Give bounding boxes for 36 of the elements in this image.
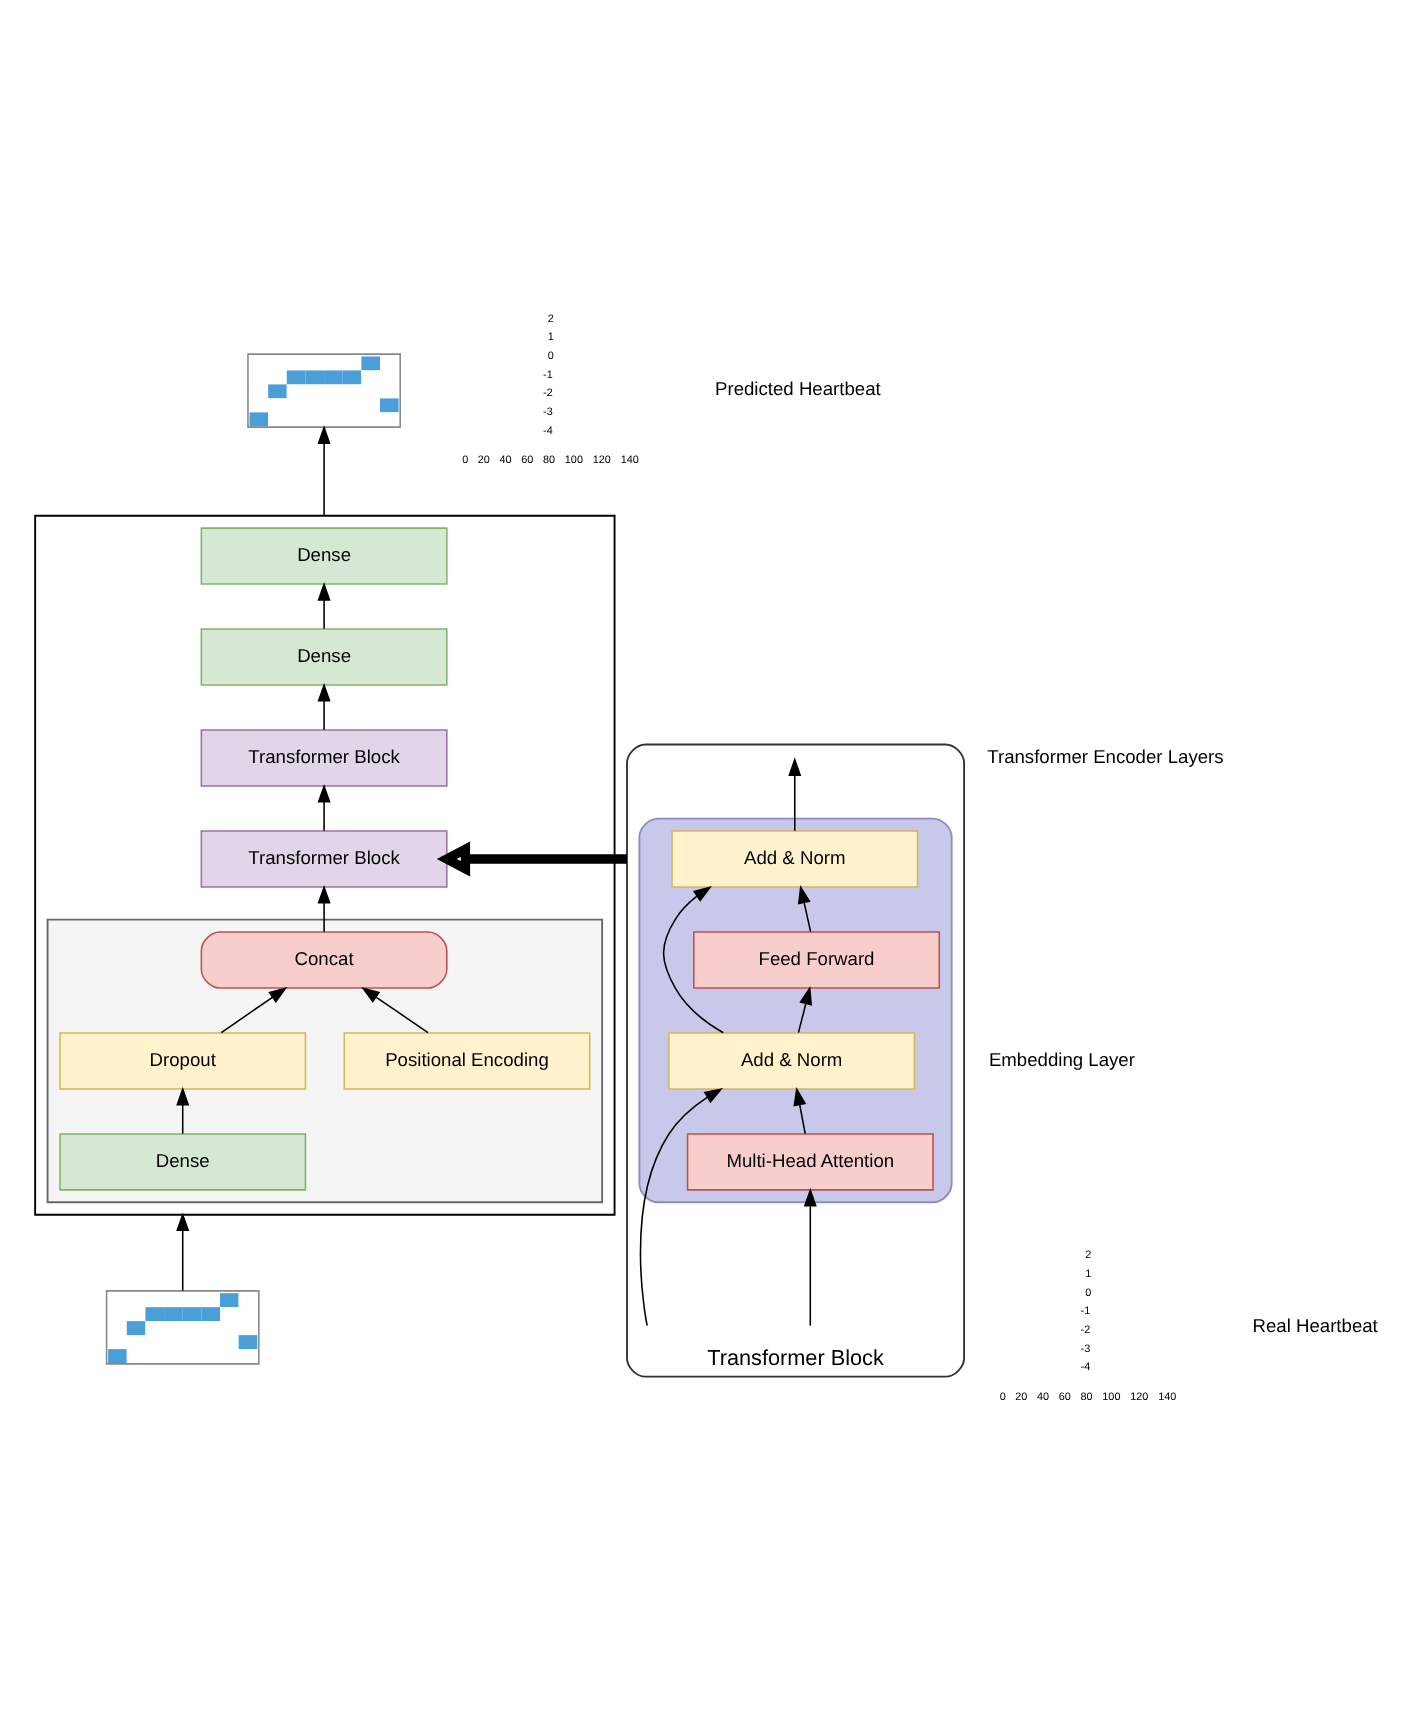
arrow xyxy=(317,783,331,832)
arrow xyxy=(793,1086,807,1135)
cluster xyxy=(638,817,953,1204)
arrow xyxy=(317,682,331,731)
arrow xyxy=(797,985,813,1034)
node-box: Positional Encoding xyxy=(343,1032,591,1090)
node-box: Multi-Head Attention xyxy=(686,1133,934,1191)
arrow xyxy=(176,1086,190,1135)
node-box: Add & Norm xyxy=(671,830,919,888)
label: Predicted Heartbeat xyxy=(715,379,881,400)
node-box: Concat xyxy=(200,931,448,989)
cluster xyxy=(34,514,616,1216)
arrow xyxy=(317,425,331,517)
arrow xyxy=(639,1087,723,1327)
node-box: Add & Norm xyxy=(668,1032,916,1090)
label: Transformer Encoder Layers xyxy=(987,746,1224,767)
arrow xyxy=(662,886,724,1034)
arrow xyxy=(176,1212,190,1292)
arrow xyxy=(788,757,802,832)
label: Real Heartbeat xyxy=(1252,1316,1378,1337)
node-box: Feed Forward xyxy=(693,931,940,989)
arrow xyxy=(317,582,331,630)
node-box: Transformer Block xyxy=(200,830,448,888)
arrow xyxy=(361,986,429,1034)
node-box: Dense xyxy=(200,527,448,585)
node-box: Dense xyxy=(59,1133,307,1191)
arrow xyxy=(797,884,812,933)
node-box: Dropout xyxy=(59,1032,307,1090)
arrow xyxy=(436,841,627,877)
node-box: Dense xyxy=(200,628,448,686)
arrow xyxy=(220,986,288,1034)
arrow xyxy=(317,884,331,933)
arrow xyxy=(803,1187,817,1327)
cluster xyxy=(46,918,604,1204)
label: Embedding Layer xyxy=(988,1049,1135,1070)
node-box: Transformer Block xyxy=(200,729,448,787)
